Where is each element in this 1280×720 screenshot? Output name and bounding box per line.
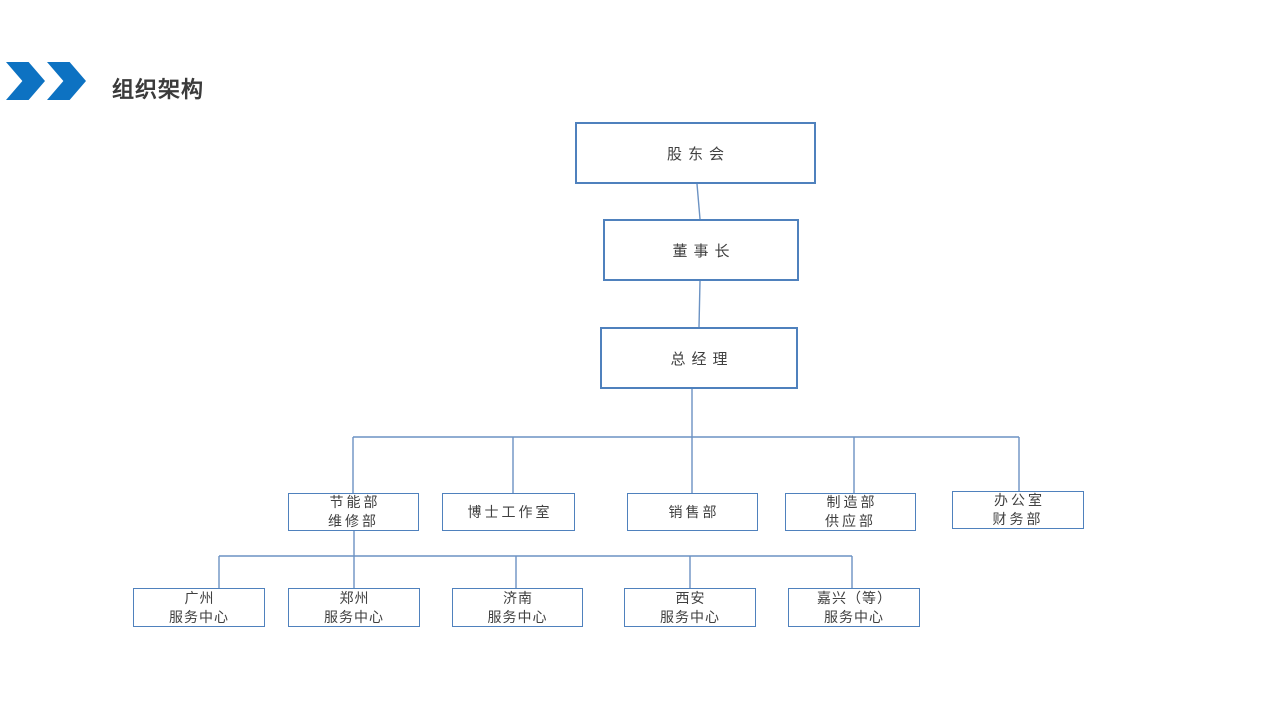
- org-node-doctor-studio: 博士工作室: [442, 493, 575, 531]
- node-label: 嘉兴（等） 服务中心: [817, 589, 892, 625]
- node-label: 制造部 供应部: [825, 494, 878, 529]
- node-label: 总经理: [670, 350, 734, 368]
- org-node-jinan-service-center: 济南 服务中心: [452, 588, 583, 627]
- page-title: 组织架构: [112, 77, 205, 102]
- title-double-chevron-icon: [6, 62, 86, 100]
- node-label: 济南 服务中心: [487, 589, 548, 625]
- org-node-xian-service-center: 西安 服务中心: [624, 588, 756, 627]
- connector-line: [696, 183, 701, 220]
- node-label: 股东会: [666, 145, 730, 163]
- node-label: 博士工作室: [467, 503, 553, 520]
- org-node-zhengzhou-service-center: 郑州 服务中心: [288, 588, 420, 627]
- node-label: 办公室 财务部: [992, 492, 1045, 527]
- node-label: 郑州 服务中心: [324, 589, 384, 625]
- org-node-guangzhou-service-center: 广州 服务中心: [133, 588, 265, 627]
- node-label: 销售部: [668, 503, 720, 520]
- node-label: 西安 服务中心: [660, 589, 720, 625]
- org-node-energy-maintenance-dept: 节能部 维修部: [288, 493, 419, 531]
- org-node-manufacturing-supply-dept: 制造部 供应部: [785, 493, 916, 531]
- chevron-right-icon: [47, 62, 86, 100]
- node-label: 董事长: [672, 242, 736, 260]
- org-node-jiaxing-service-center: 嘉兴（等） 服务中心: [788, 588, 920, 627]
- org-node-general-manager: 总经理: [600, 327, 798, 389]
- chevron-right-icon: [6, 62, 45, 100]
- org-node-chairman: 董事长: [603, 219, 799, 281]
- org-node-shareholders: 股东会: [575, 122, 816, 184]
- org-node-office-finance-dept: 办公室 财务部: [952, 491, 1084, 529]
- node-label: 节能部 维修部: [328, 494, 381, 529]
- org-node-sales-dept: 销售部: [627, 493, 758, 531]
- node-label: 广州 服务中心: [169, 589, 229, 625]
- connector-line: [698, 280, 701, 328]
